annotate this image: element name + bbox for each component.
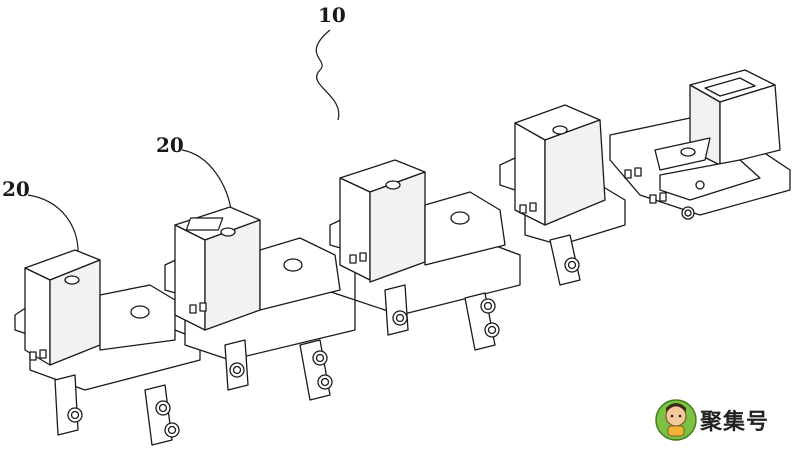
label-ref-20-second: 20	[156, 133, 184, 157]
leader-line-20-left	[27, 194, 79, 259]
label-ref-20-left: 20	[2, 177, 30, 201]
watermark-text: 聚集号	[700, 410, 770, 435]
cartoon-avatar-icon	[655, 399, 697, 441]
leader-line-10	[315, 29, 340, 121]
connector-part-5	[609, 69, 791, 220]
connector-part-2	[164, 206, 356, 401]
connector-part-3	[329, 159, 521, 351]
label-ref-10: 10	[318, 3, 346, 27]
connector-part-1	[14, 249, 201, 446]
leader-line-20-second	[181, 149, 233, 216]
connector-part-4	[499, 104, 626, 286]
